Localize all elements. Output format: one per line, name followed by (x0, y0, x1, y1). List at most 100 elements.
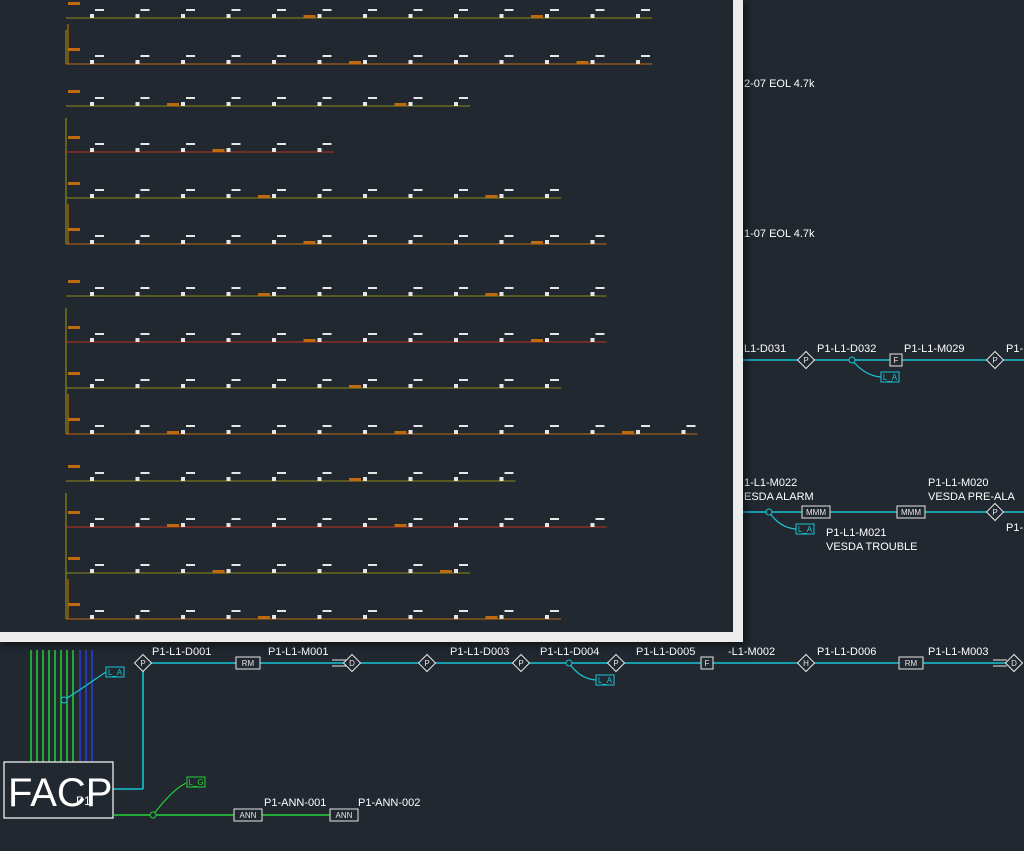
duct-detector-symbol-d[interactable]: D (342, 653, 362, 673)
device-label-m020: P1-L1-M020 (928, 477, 989, 489)
preview-accent-mark (258, 616, 270, 619)
preview-device-mark (135, 194, 140, 198)
preview-device-mark (545, 523, 549, 527)
preview-device-label-mark (368, 564, 377, 566)
riser-preview-window[interactable] (0, 0, 743, 642)
svg-text:RM: RM (905, 659, 918, 668)
relay-module-rm[interactable]: RM (235, 656, 261, 670)
preview-device-mark (408, 615, 413, 619)
preview-device-label-mark (413, 472, 423, 474)
preview-device-mark (135, 102, 140, 106)
flow-switch-symbol-f[interactable]: F (889, 353, 903, 367)
preview-device-label-mark (413, 518, 423, 520)
detector-symbol-p[interactable]: P (417, 653, 437, 673)
preview-device-mark (408, 292, 413, 296)
preview-device-label-mark (459, 518, 468, 520)
preview-device-label-mark (641, 425, 650, 427)
preview-device-label-mark (277, 564, 286, 566)
detector-symbol-p[interactable]: P (796, 350, 816, 370)
preview-device-label-mark (140, 97, 150, 99)
preview-device-mark (317, 148, 322, 152)
preview-device-label-mark (322, 379, 332, 381)
preview-device-mark (181, 60, 185, 64)
preview-accent-mark (167, 524, 179, 527)
preview-device-label-mark (459, 472, 468, 474)
preview-device-mark (590, 14, 595, 18)
preview-device-mark (545, 384, 549, 388)
facp-panel[interactable]: FACP P1 (3, 761, 114, 819)
detector-symbol-p[interactable]: P (133, 653, 153, 673)
preview-device-label-mark (459, 189, 468, 191)
annunciator-ann-002[interactable]: ANN (329, 808, 359, 822)
monitor-module-mmm[interactable]: MMM (801, 505, 831, 519)
heat-detector-symbol-h[interactable]: H (796, 653, 816, 673)
monitor-module-mmm[interactable]: MMM (896, 505, 926, 519)
preview-device-mark (181, 194, 185, 198)
preview-device-mark (135, 14, 140, 18)
svg-text:L_A: L_A (798, 525, 813, 534)
preview-device-mark (317, 477, 322, 481)
preview-device-label-mark (413, 235, 423, 237)
preview-device-label-mark (140, 235, 150, 237)
light-alarm-icon[interactable]: L_A (795, 523, 815, 535)
device-label-m003: P1-L1-M003 (928, 646, 989, 658)
preview-device-label-mark (231, 55, 241, 57)
preview-accent-mark (394, 524, 407, 527)
light-alarm-icon[interactable]: L_A (105, 666, 125, 678)
device-label-m002: -L1-M002 (728, 646, 775, 658)
preview-device-label-mark (686, 425, 696, 427)
preview-accent-mark (485, 195, 498, 198)
preview-device-mark (636, 60, 640, 64)
svg-text:P: P (518, 659, 523, 668)
preview-accent-mark (531, 15, 543, 18)
preview-device-label-mark (231, 235, 241, 237)
relay-module-rm[interactable]: RM (898, 656, 924, 670)
preview-accent-mark (576, 61, 589, 64)
duct-detector-symbol-d[interactable]: D (1004, 653, 1024, 673)
preview-device-label-mark (368, 379, 377, 381)
svg-text:MMM: MMM (901, 508, 921, 517)
preview-tap-mark (68, 2, 80, 5)
device-label-m029: P1-L1-M029 (904, 343, 965, 355)
preview-device-label-mark (550, 287, 559, 289)
device-label-ann-002: P1-ANN-002 (358, 797, 420, 809)
preview-accent-mark (394, 431, 407, 434)
preview-accent-mark (303, 241, 316, 244)
detector-symbol-p[interactable]: P (606, 653, 626, 673)
preview-tap-mark (68, 603, 80, 606)
preview-device-label-mark (186, 472, 195, 474)
preview-accent-mark (394, 103, 407, 106)
light-alarm-icon[interactable]: L_A (880, 371, 900, 383)
preview-device-label-mark (413, 287, 423, 289)
preview-device-label-mark (186, 55, 195, 57)
preview-device-mark (135, 292, 140, 296)
preview-device-label-mark (595, 9, 605, 11)
preview-device-label-mark (595, 55, 605, 57)
preview-device-mark (135, 523, 140, 527)
preview-device-label-mark (368, 610, 377, 612)
preview-device-mark (454, 292, 458, 296)
preview-device-mark (408, 60, 413, 64)
preview-device-label-mark (550, 189, 559, 191)
detector-symbol-p[interactable]: P (985, 350, 1005, 370)
preview-accent-mark (349, 385, 361, 388)
preview-device-mark (226, 148, 231, 152)
flow-switch-symbol-f[interactable]: F (700, 656, 714, 670)
preview-device-mark (135, 615, 140, 619)
preview-device-label-mark (368, 472, 377, 474)
light-alarm-icon[interactable]: L_A (595, 674, 615, 686)
preview-device-label-mark (504, 189, 514, 191)
preview-device-label-mark (413, 333, 423, 335)
detector-symbol-p[interactable]: P (985, 502, 1005, 522)
preview-device-mark (272, 292, 276, 296)
svg-text:H: H (803, 659, 809, 668)
preview-device-label-mark (504, 425, 514, 427)
annunciator-ann-001[interactable]: ANN (233, 808, 263, 822)
vesda-prealarm-label: VESDA PRE-ALA (928, 491, 1015, 503)
preview-device-mark (408, 194, 413, 198)
light-green-icon[interactable]: L_G (186, 776, 206, 788)
detector-symbol-p[interactable]: P (511, 653, 531, 673)
preview-device-label-mark (322, 425, 332, 427)
preview-accent-mark (349, 478, 361, 481)
